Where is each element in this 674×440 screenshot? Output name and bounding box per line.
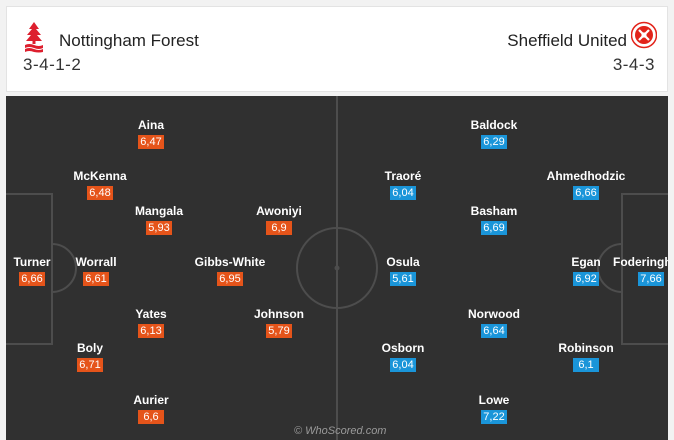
home-player[interactable]: Awoniyi 6,9 [234,204,324,236]
player-rating: 7,66 [638,272,664,286]
player-name: Gibbs-White [194,255,266,269]
player-name: Awoniyi [256,204,302,218]
away-player[interactable]: Egan 6,92 [541,255,631,287]
player-rating: 6,04 [390,186,416,200]
home-player[interactable]: Boly 6,71 [45,341,135,373]
player-name: Traoré [384,169,422,183]
player-rating: 6,29 [481,135,507,149]
player-name: Osborn [381,341,425,355]
player-name: Foderingham [612,255,668,269]
player-name: Johnson [254,307,304,321]
away-player[interactable]: Foderingham 7,66 [606,255,668,287]
player-name: Mangala [134,204,183,218]
sheffield-united-crest-icon [631,21,657,49]
player-rating: 5,93 [146,221,172,235]
player-name: Boly [76,341,103,355]
away-team-name[interactable]: Sheffield United [507,31,627,50]
player-rating: 6,66 [573,186,599,200]
away-player[interactable]: Basham 6,69 [449,204,539,236]
home-player[interactable]: Gibbs-White 6,95 [185,255,275,287]
player-name: Worrall [75,255,117,269]
home-team-name[interactable]: Nottingham Forest [59,31,199,50]
match-header: Nottingham Forest 3-4-1-2 Sheffield Unit… [6,6,668,92]
player-rating: 6,69 [481,221,507,235]
player-name: Osula [386,255,420,269]
player-rating: 6,04 [390,358,416,372]
home-player[interactable]: Aurier 6,6 [106,393,196,425]
player-rating: 6,9 [266,221,292,235]
player-rating: 6,47 [138,135,164,149]
away-player[interactable]: Robinson 6,1 [541,341,631,373]
home-player[interactable]: Aina 6,47 [106,118,196,150]
away-player[interactable]: Osborn 6,04 [358,341,448,373]
away-player[interactable]: Traoré 6,04 [358,169,448,201]
player-name: Robinson [558,341,614,355]
away-player[interactable]: Lowe 7,22 [449,393,539,425]
player-name: Aina [137,118,164,132]
player-rating: 6,66 [19,272,45,286]
home-formation: 3-4-1-2 [23,55,82,74]
player-rating: 6,1 [573,358,599,372]
player-name: Yates [135,307,167,321]
home-player[interactable]: McKenna 6,48 [55,169,145,201]
player-name: Ahmedhodzic [546,169,626,183]
nottingham-forest-crest-icon [25,22,43,53]
player-name: Basham [470,204,518,218]
player-rating: 6,71 [77,358,103,372]
player-name: Turner [13,255,51,269]
player-rating: 6,6 [138,410,164,424]
home-player[interactable]: Johnson 5,79 [234,307,324,339]
player-name: Lowe [478,393,510,407]
player-name: Egan [571,255,601,269]
player-rating: 6,61 [83,272,109,286]
player-rating: 5,79 [266,324,292,338]
away-player[interactable]: Norwood 6,64 [449,307,539,339]
away-player[interactable]: Osula 5,61 [358,255,448,287]
player-name: McKenna [73,169,127,183]
player-rating: 5,61 [390,272,416,286]
player-rating: 7,22 [481,410,507,424]
away-player[interactable]: Ahmedhodzic 6,66 [541,169,631,201]
player-rating: 6,92 [573,272,599,286]
home-player[interactable]: Yates 6,13 [106,307,196,339]
player-rating: 6,48 [87,186,113,200]
player-rating: 6,13 [138,324,164,338]
home-player[interactable]: Mangala 5,93 [114,204,204,236]
away-formation: 3-4-3 [612,55,655,74]
player-rating: 6,64 [481,324,507,338]
player-name: Aurier [133,393,169,407]
player-rating: 6,95 [217,272,243,286]
player-name: Norwood [468,307,520,321]
home-player[interactable]: Turner 6,66 [6,255,77,287]
pitch-markings [6,96,668,440]
pitch: Turner 6,66 McKenna 6,48 Worrall 6,61 Bo… [6,96,668,440]
player-name: Baldock [470,118,518,132]
away-player[interactable]: Baldock 6,29 [449,118,539,150]
watermark: © WhoScored.com [294,425,387,437]
home-player[interactable]: Worrall 6,61 [51,255,141,287]
